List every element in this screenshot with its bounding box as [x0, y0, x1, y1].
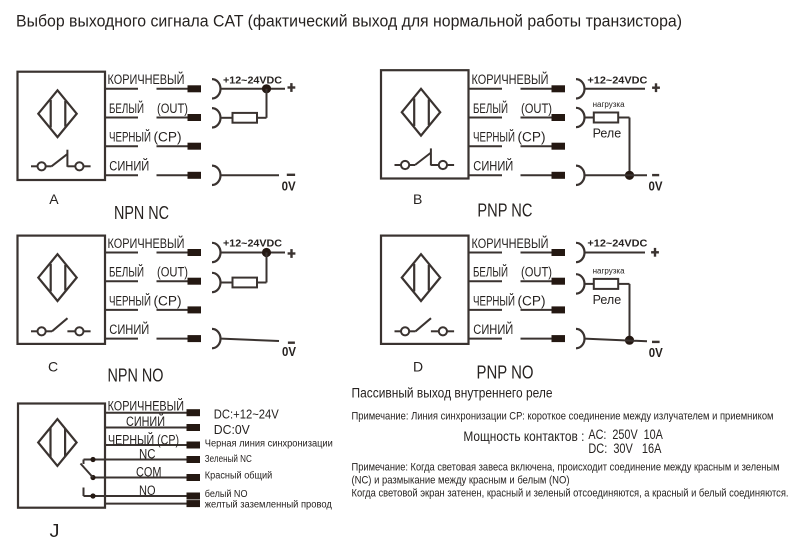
svg-text:0V: 0V: [282, 179, 296, 194]
svg-text:(СР): (СР): [154, 293, 182, 308]
svg-text:Мощность контактов :: Мощность контактов :: [463, 429, 584, 444]
svg-text:(OUT): (OUT): [157, 265, 188, 280]
svg-text:NC: NC: [139, 446, 156, 461]
svg-text:нагрузка: нагрузка: [593, 267, 625, 276]
svg-text:БЕЛЫЙ: БЕЛЫЙ: [109, 101, 144, 116]
svg-text:DC:0V: DC:0V: [214, 422, 250, 437]
svg-text:AC: 250V 10A: AC: 250V 10A: [588, 427, 663, 442]
svg-text:(СР): (СР): [154, 130, 182, 145]
svg-text:+12~24VDC: +12~24VDC: [587, 75, 647, 87]
svg-text:NO: NO: [139, 483, 156, 498]
svg-text:БЕЛЫЙ: БЕЛЫЙ: [109, 265, 144, 280]
svg-text:Когда световой экран затенен,: Когда световой экран затенен, красный и …: [352, 488, 789, 500]
svg-text:КОРИЧНЕВЫЙ: КОРИЧНЕВЫЙ: [472, 72, 549, 87]
svg-text:D: D: [413, 359, 423, 375]
svg-text:ЧЕРНЫЙ: ЧЕРНЫЙ: [109, 130, 151, 145]
svg-text:J: J: [50, 521, 60, 541]
svg-text:+12~24VDC: +12~24VDC: [223, 238, 282, 250]
svg-text:КОРИЧНЕВЫЙ: КОРИЧНЕВЫЙ: [108, 72, 185, 87]
svg-text:(СР): (СР): [518, 293, 546, 308]
svg-text:БЕЛЫЙ: БЕЛЫЙ: [473, 265, 508, 280]
svg-text:C: C: [48, 359, 58, 375]
svg-text:A: A: [49, 191, 59, 207]
svg-text:белый NO: белый NO: [205, 488, 248, 500]
svg-text:+12~24VDC: +12~24VDC: [223, 75, 282, 87]
svg-text:(OUT): (OUT): [521, 101, 552, 116]
svg-text:DC: 30V 16A: DC: 30V 16A: [588, 441, 661, 456]
svg-text:БЕЛЫЙ: БЕЛЫЙ: [473, 101, 508, 116]
svg-text:Зеленый NC: Зеленый NC: [205, 454, 252, 465]
svg-text:ЧЕРНЫЙ: ЧЕРНЫЙ: [473, 130, 515, 145]
svg-text:ЧЕРНЫЙ: ЧЕРНЫЙ: [473, 293, 515, 308]
svg-text:Примечание: Линия синхронизаци: Примечание: Линия синхронизации СР: коро…: [352, 411, 774, 423]
svg-text:Пассивный выход внутреннего ре: Пассивный выход внутреннего реле: [352, 386, 553, 401]
svg-text:Примечание: Когда световая зав: Примечание: Когда световая завеса включе…: [352, 462, 780, 474]
svg-text:СИНИЙ: СИНИЙ: [109, 322, 149, 337]
svg-text:ЧЕРНЫЙ: ЧЕРНЫЙ: [109, 293, 151, 308]
svg-text:Реле: Реле: [593, 127, 622, 141]
svg-text:СИНИЙ: СИНИЙ: [109, 159, 149, 174]
svg-text:PNP NO: PNP NO: [477, 362, 534, 383]
svg-text:(OUT): (OUT): [521, 265, 552, 280]
svg-text:желтый заземленный провод: желтый заземленный провод: [205, 500, 332, 511]
svg-text:B: B: [413, 191, 422, 207]
svg-text:0V: 0V: [649, 178, 663, 193]
svg-text:PNP NC: PNP NC: [477, 200, 532, 221]
svg-text:(NC) и размыкание между красны: (NC) и размыкание между красным и белым …: [352, 475, 570, 487]
svg-text:0V: 0V: [282, 344, 296, 359]
svg-text:СИНИЙ: СИНИЙ: [473, 322, 513, 337]
svg-text:COM: COM: [136, 464, 162, 479]
svg-text:0V: 0V: [649, 345, 663, 360]
svg-text:ЧЕРНЫЙ (СР): ЧЕРНЫЙ (СР): [108, 432, 179, 447]
svg-text:СИНИЙ: СИНИЙ: [473, 159, 513, 174]
svg-text:+12~24VDC: +12~24VDC: [587, 238, 647, 250]
svg-text:Черная линия синхронизации: Черная линия синхронизации: [205, 439, 333, 450]
svg-text:NPN NC: NPN NC: [114, 202, 169, 223]
svg-text:СИНИЙ: СИНИЙ: [126, 414, 165, 429]
svg-text:КОРИЧНЕВЫЙ: КОРИЧНЕВЫЙ: [108, 398, 184, 413]
svg-text:DC:+12~24V: DC:+12~24V: [214, 407, 279, 422]
svg-text:КОРИЧНЕВЫЙ: КОРИЧНЕВЫЙ: [472, 236, 549, 251]
svg-text:NPN NO: NPN NO: [108, 365, 164, 386]
svg-text:(СР): (СР): [518, 130, 546, 145]
svg-text:Выбор выходного сигнала CAT (ф: Выбор выходного сигнала CAT (фактический…: [16, 12, 682, 31]
svg-text:Красный общий: Красный общий: [205, 470, 272, 482]
svg-text:КОРИЧНЕВЫЙ: КОРИЧНЕВЫЙ: [108, 236, 185, 251]
svg-text:Реле: Реле: [593, 293, 622, 307]
svg-text:нагрузка: нагрузка: [593, 100, 625, 109]
svg-text:(OUT): (OUT): [157, 101, 188, 116]
